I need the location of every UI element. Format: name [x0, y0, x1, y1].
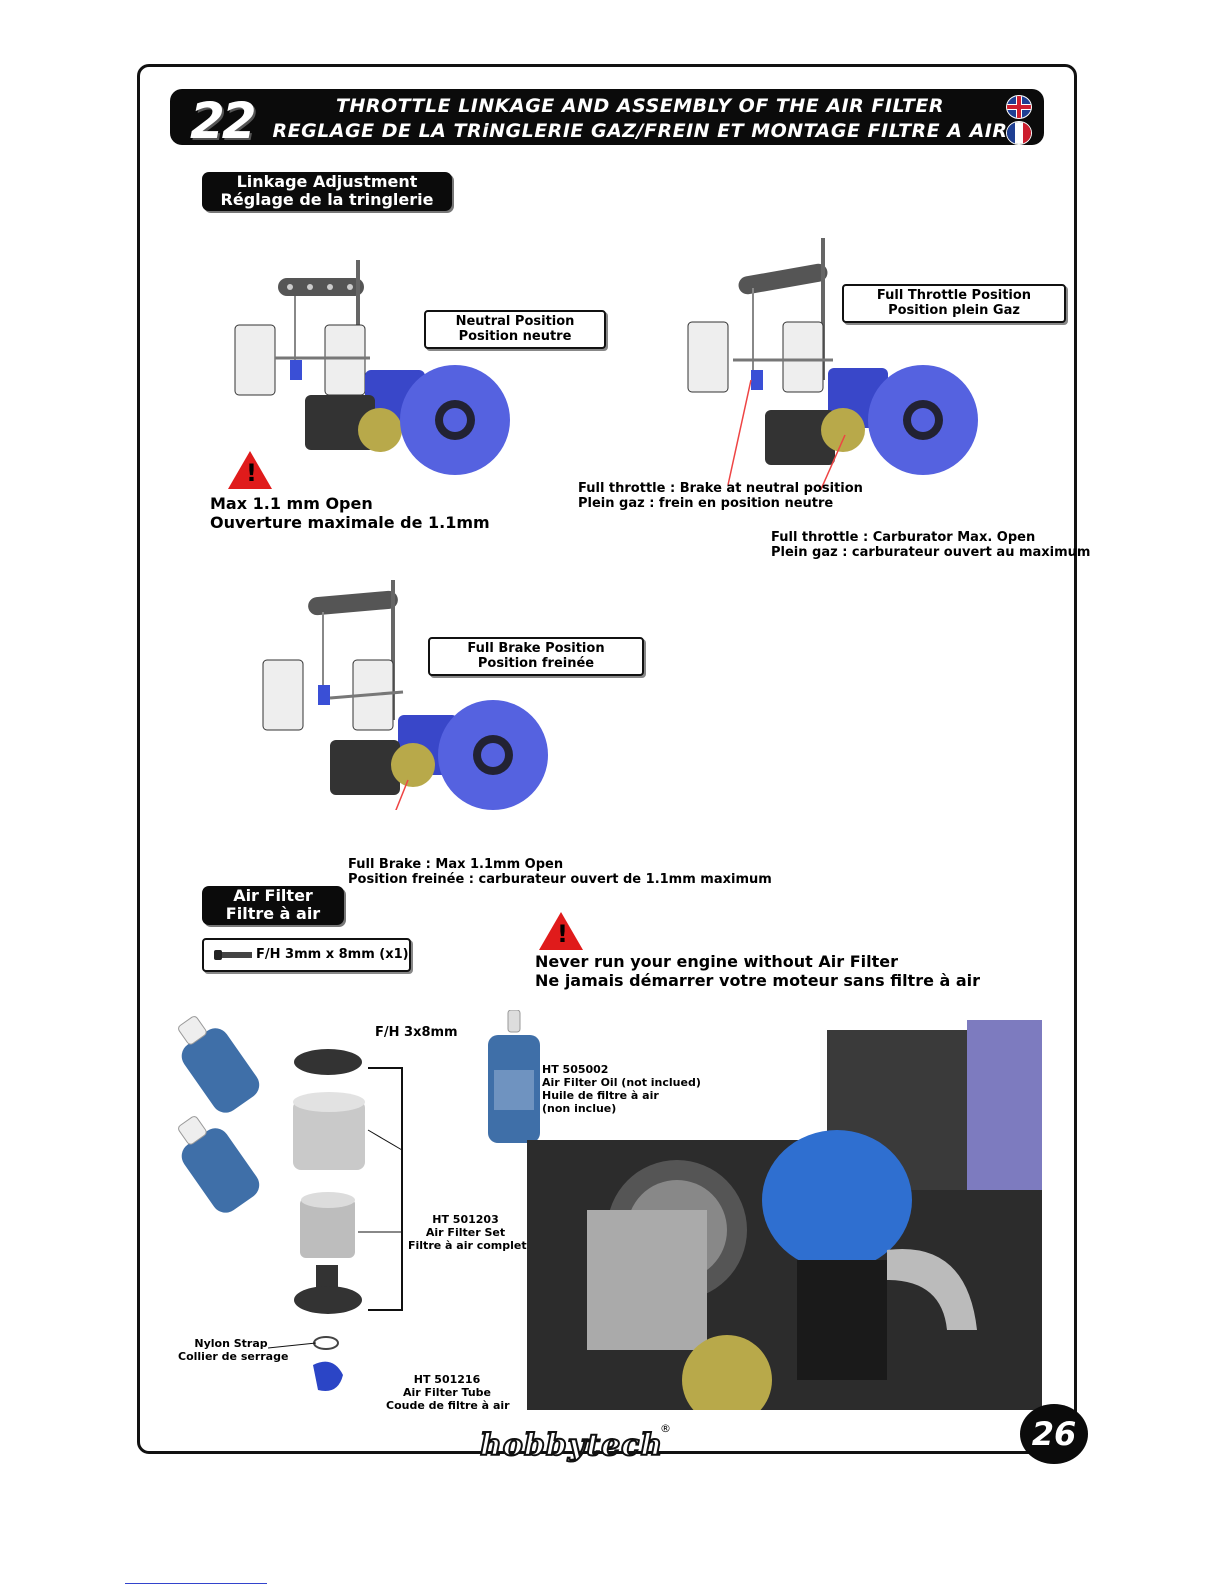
- strap-leader-line: [268, 1342, 317, 1349]
- neutral-position-en: Neutral Position: [455, 314, 575, 329]
- air-filter-warning-icon: !: [539, 912, 583, 950]
- section-linkage: Linkage Adjustment Réglage de la tringle…: [202, 172, 452, 211]
- footer-rule: [125, 1583, 267, 1584]
- air-filter-warning-en: Never run your engine without Air Filter: [535, 952, 899, 971]
- section-air-filter: Air Filter Filtre à air: [202, 886, 344, 925]
- full-brake-position-label: Full Brake Position Position freinée: [428, 637, 644, 676]
- part-filter-set-fr: Filtre à air complet: [408, 1239, 527, 1252]
- screw-icon: [214, 950, 252, 960]
- page-frame: [137, 64, 1077, 1454]
- max-open-fr: Ouverture maximale de 1.1mm: [210, 513, 490, 532]
- section-linkage-en: Linkage Adjustment: [236, 172, 418, 191]
- engine-neutral-illustration: [234, 260, 510, 475]
- full-throttle-position-fr: Position plein Gaz: [888, 303, 1020, 318]
- engine-full-throttle-illustration: [687, 238, 978, 490]
- neutral-position-fr: Position neutre: [458, 329, 572, 344]
- part-tube-code: HT 501216: [413, 1373, 481, 1386]
- part-tube-en: Air Filter Tube: [402, 1386, 492, 1399]
- full-brake-position-fr: Position freinée: [477, 656, 595, 671]
- part-screw-label: F/H 3x8mm: [375, 1025, 458, 1040]
- brake-note-en: Full Brake : Max 1.1mm Open: [348, 857, 564, 872]
- part-strap-fr: Collier de serrage: [178, 1350, 289, 1363]
- full-throttle-position-en: Full Throttle Position: [876, 288, 1032, 303]
- part-strap-en: Nylon Strap: [194, 1337, 268, 1350]
- car-engine-photo: [527, 1020, 1042, 1410]
- part-filter-set-en: Air Filter Set: [425, 1226, 506, 1239]
- part-oil-code: HT 505002: [542, 1063, 609, 1076]
- section-air-filter-en: Air Filter: [233, 886, 313, 905]
- part-tube-fr: Coude de filtre à air: [386, 1399, 510, 1412]
- title-fr: REGLAGE DE LA TRiNGLERIE GAZ/FREIN ET MO…: [272, 120, 1008, 142]
- full-brake-position-en: Full Brake Position: [467, 641, 605, 656]
- air-filter-warning-fr: Ne jamais démarrer votre moteur sans fil…: [535, 971, 981, 990]
- warning-icon: !: [228, 451, 272, 489]
- step-header: [170, 89, 1044, 145]
- throttle-carb-note-fr: Plein gaz : carburateur ouvert au maximu…: [771, 545, 1091, 560]
- hardware-screw-label: F/H 3mm x 8mm (x1): [256, 947, 409, 962]
- hardware-screw-box: F/H 3mm x 8mm (x1): [202, 938, 411, 972]
- max-open-en: Max 1.1 mm Open: [210, 494, 373, 513]
- part-oil-fr1: Huile de filtre à air: [542, 1089, 659, 1102]
- brake-note-fr: Position freinée : carburateur ouvert de…: [348, 872, 772, 887]
- section-air-filter-fr: Filtre à air: [225, 904, 321, 923]
- throttle-carb-note-en: Full throttle : Carburator Max. Open: [771, 530, 1036, 545]
- part-oil-en: Air Filter Oil (not inclued): [542, 1076, 701, 1089]
- uk-flag-icon[interactable]: [1006, 95, 1032, 119]
- air-filter-parts-illustration: [178, 1016, 403, 1391]
- france-flag-icon[interactable]: [1006, 121, 1032, 145]
- hobbytech-logo: hobbytech®: [479, 1422, 672, 1464]
- engine-full-brake-illustration: [262, 580, 548, 810]
- full-throttle-position-label: Full Throttle Position Position plein Ga…: [842, 284, 1066, 323]
- part-filter-set-code: HT 501203: [432, 1213, 499, 1226]
- step-number: 22: [190, 92, 257, 150]
- part-oil-fr2: (non inclue): [542, 1102, 617, 1115]
- page-number: 26: [1020, 1404, 1088, 1464]
- neutral-position-label: Neutral Position Position neutre: [424, 310, 606, 349]
- throttle-brake-note-en: Full throttle : Brake at neutral positio…: [578, 481, 863, 496]
- section-linkage-fr: Réglage de la tringlerie: [220, 190, 434, 209]
- title-en: THROTTLE LINKAGE AND ASSEMBLY OF THE AIR…: [336, 95, 944, 117]
- oil-bottle-icon: [488, 1010, 540, 1143]
- throttle-brake-note-fr: Plein gaz : frein en position neutre: [578, 496, 834, 511]
